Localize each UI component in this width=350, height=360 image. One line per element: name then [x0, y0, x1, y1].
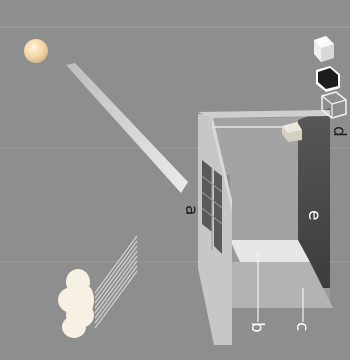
- cloud-icon: [58, 269, 94, 338]
- label-b: b: [247, 322, 267, 333]
- label-d: d: [329, 126, 349, 137]
- rain-streaks: [94, 235, 138, 329]
- label-e: e: [304, 210, 324, 220]
- box-back-wall: [212, 118, 310, 240]
- label-a: a: [181, 205, 201, 215]
- legend-cube-outline: [321, 91, 347, 119]
- label-c: c: [292, 322, 312, 331]
- legend-cube-white: [314, 36, 334, 62]
- light-beam: [66, 63, 188, 193]
- sun-icon: [24, 39, 48, 63]
- glass-wall: [298, 108, 330, 288]
- light-strip: [230, 240, 310, 262]
- box-top-rim: [198, 110, 330, 118]
- box-floor: [230, 262, 333, 308]
- frame-top-edge: [212, 114, 232, 212]
- window-grid-lines: [201, 168, 223, 250]
- legend-cube-black: [316, 66, 340, 92]
